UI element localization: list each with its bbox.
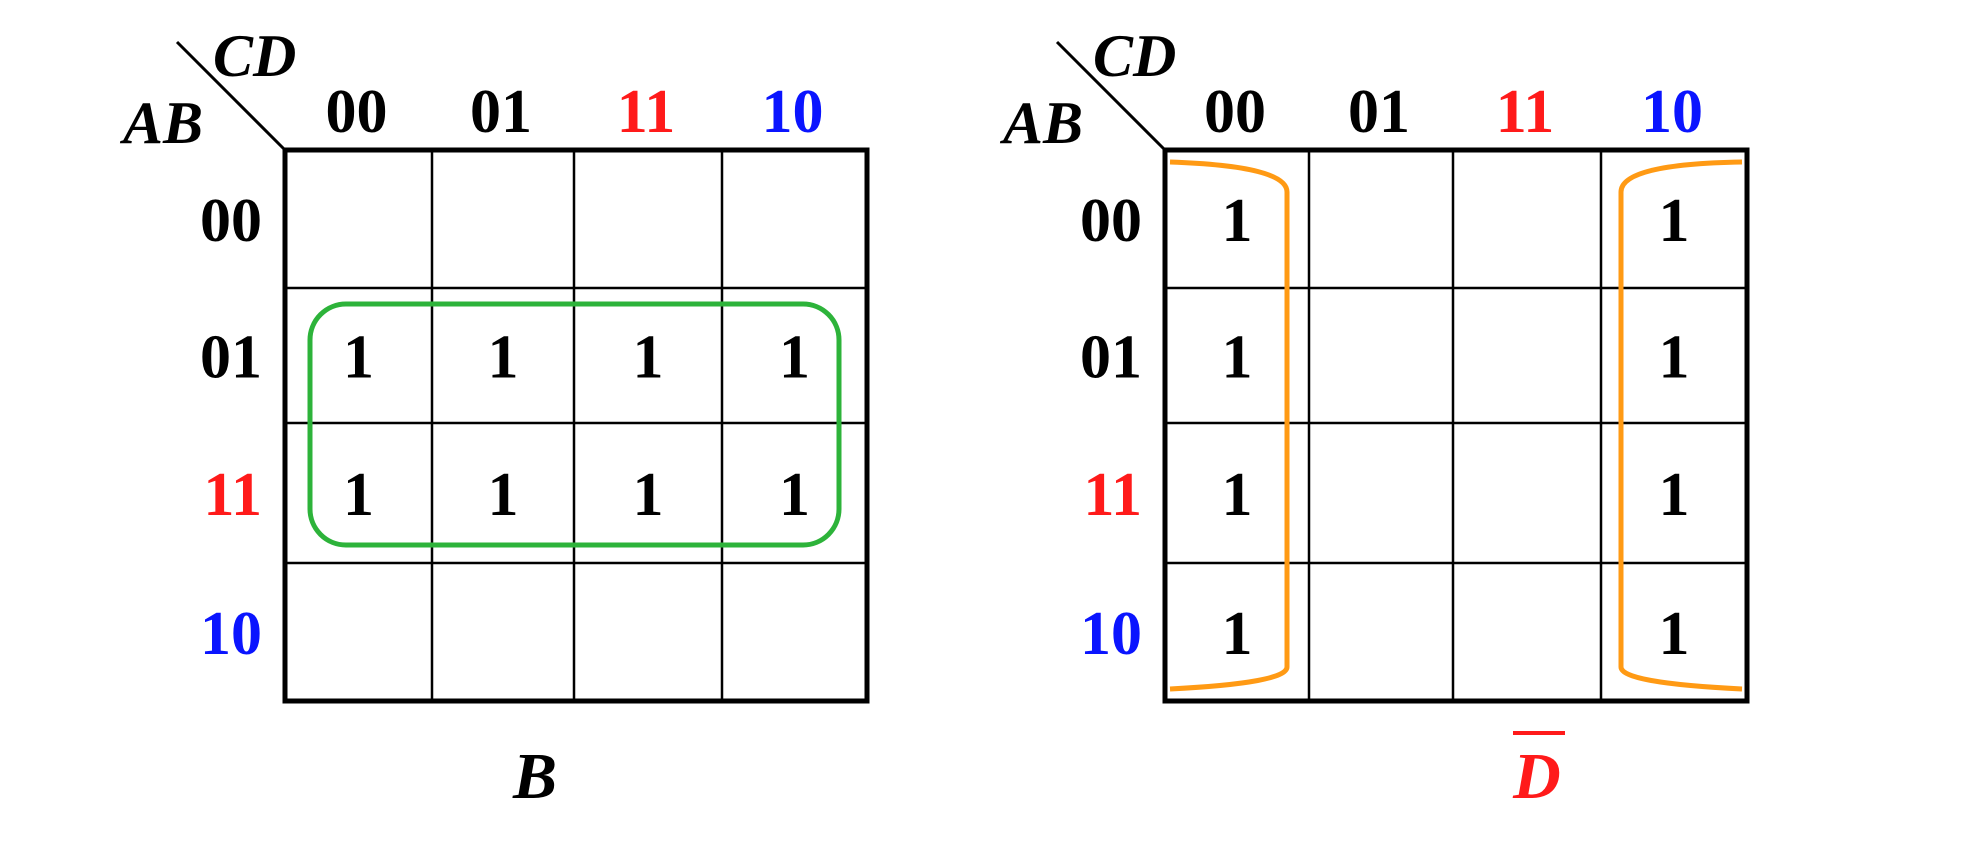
cell-value: 1 bbox=[1659, 461, 1690, 529]
cell-value: 1 bbox=[779, 324, 810, 392]
cell-value: 1 bbox=[488, 324, 519, 392]
row-label-01: 01 bbox=[1080, 324, 1142, 392]
col-label-11: 11 bbox=[617, 78, 676, 146]
cell-value: 1 bbox=[1222, 324, 1253, 392]
col-label-10: 10 bbox=[1641, 78, 1703, 146]
group-loop-green bbox=[307, 301, 842, 548]
col-label-10: 10 bbox=[762, 78, 824, 146]
row-label-00: 00 bbox=[200, 187, 262, 255]
col-label-00: 00 bbox=[1204, 78, 1266, 146]
col-variable-label: CD bbox=[213, 23, 296, 89]
group-bracket-right bbox=[1618, 159, 1743, 692]
cell-value: 1 bbox=[1659, 324, 1690, 392]
col-label-01: 01 bbox=[1348, 78, 1410, 146]
cell-value: 1 bbox=[343, 461, 374, 529]
group-bracket-left bbox=[1169, 159, 1290, 692]
row-label-10: 10 bbox=[1080, 600, 1142, 668]
row-variable-label: AB bbox=[999, 90, 1083, 156]
cell-value: 1 bbox=[1222, 187, 1253, 255]
col-label-11: 11 bbox=[1496, 78, 1555, 146]
kmap-border bbox=[282, 147, 870, 704]
row-label-11: 11 bbox=[1083, 461, 1142, 529]
cell-value: 1 bbox=[1659, 187, 1690, 255]
row-label-01: 01 bbox=[200, 324, 262, 392]
cell-value: 1 bbox=[633, 461, 664, 529]
result-expression: B bbox=[512, 740, 557, 813]
result-expression: D bbox=[1512, 740, 1561, 813]
corner-diagonal bbox=[1055, 40, 1167, 152]
row-label-10: 10 bbox=[200, 600, 262, 668]
cell-value: 1 bbox=[1659, 600, 1690, 668]
kmap-border bbox=[1162, 147, 1750, 704]
cell-value: 1 bbox=[779, 461, 810, 529]
row-label-00: 00 bbox=[1080, 187, 1142, 255]
row-label-11: 11 bbox=[203, 461, 262, 529]
col-label-00: 00 bbox=[326, 78, 388, 146]
cell-value: 1 bbox=[1222, 600, 1253, 668]
col-label-01: 01 bbox=[470, 78, 532, 146]
corner-diagonal bbox=[175, 40, 287, 152]
row-variable-label: AB bbox=[119, 90, 203, 156]
cell-value: 1 bbox=[633, 324, 664, 392]
cell-value: 1 bbox=[488, 461, 519, 529]
col-variable-label: CD bbox=[1093, 23, 1176, 89]
cell-value: 1 bbox=[1222, 461, 1253, 529]
cell-value: 1 bbox=[343, 324, 374, 392]
